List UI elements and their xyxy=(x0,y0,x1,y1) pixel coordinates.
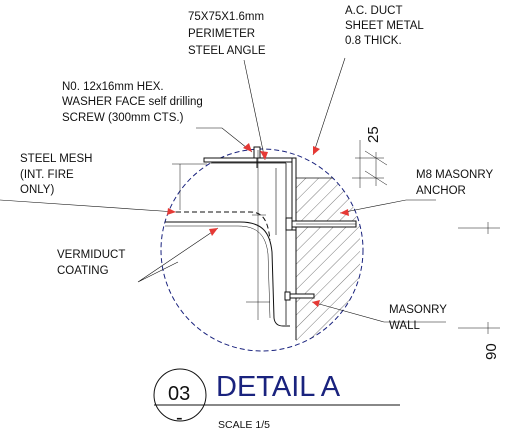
steel-angle xyxy=(203,157,297,231)
hex-screw xyxy=(253,146,261,168)
duct-sheet xyxy=(196,162,287,325)
scale-text: SCALE 1/5 xyxy=(218,419,270,431)
detail-number-circle xyxy=(153,368,207,422)
vermiduct-coating xyxy=(165,221,290,327)
dimension-top: 25 xyxy=(365,126,382,143)
construction-lines xyxy=(172,140,500,334)
title-block: 03 - DETAIL A SCALE 1/5 xyxy=(153,368,400,431)
dimension-right: 90 xyxy=(483,343,500,360)
masonry-wall xyxy=(295,177,360,351)
leader-arrowheads xyxy=(167,143,349,307)
detail-title: DETAIL A xyxy=(216,371,341,403)
masonry-anchor xyxy=(285,217,357,231)
wall-label: MASONRY WALL xyxy=(389,304,450,332)
mesh-label: STEEL MESH (INT. FIRE ONLY) xyxy=(20,153,96,196)
screw-label: N0. 12x16mm HEX. WASHER FACE self drilli… xyxy=(62,81,206,124)
leader-lines xyxy=(0,57,446,323)
wall-screw xyxy=(284,291,315,301)
coating-label: VERMIDUCT COATING xyxy=(57,249,128,277)
angle-label: 75X75X1.6mm PERIMETER STEEL ANGLE xyxy=(188,11,267,57)
steel-mesh xyxy=(176,211,271,241)
sheet-number: - xyxy=(176,407,183,429)
detail-number: 03 xyxy=(168,383,190,405)
duct-label: A.C. DUCT SHEET METAL 0.8 THICK. xyxy=(345,5,427,47)
anchor-label: M8 MASONRY ANCHOR xyxy=(416,169,496,197)
detail-boundary-circle xyxy=(160,148,364,352)
